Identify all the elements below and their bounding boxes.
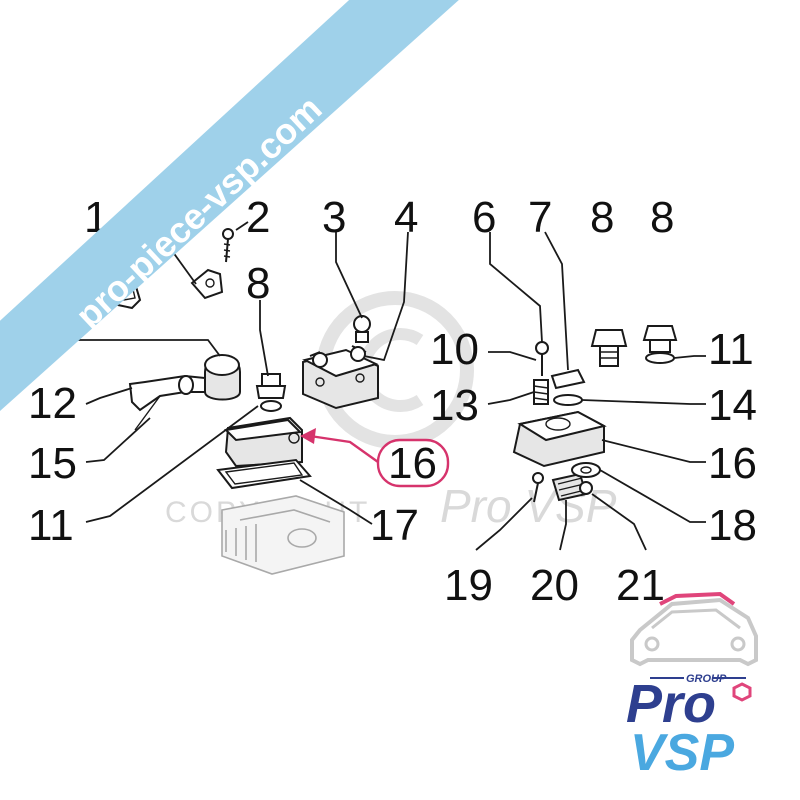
sensor-part-8 bbox=[255, 373, 287, 412]
callout-14: 14 bbox=[708, 381, 757, 430]
callout-20: 20 bbox=[530, 561, 579, 610]
callout-13: 13 bbox=[430, 381, 479, 430]
housing-part-16 bbox=[512, 410, 607, 468]
car-silhouette-icon bbox=[630, 597, 758, 667]
spring-part-13 bbox=[533, 379, 549, 405]
bracket-part-1b bbox=[190, 268, 224, 300]
cylinder-head-cover-part-4 bbox=[302, 345, 379, 410]
callout-15: 15 bbox=[28, 439, 77, 488]
callout-10: 10 bbox=[430, 325, 479, 374]
cap-part-7 bbox=[550, 368, 586, 406]
callout-3: 3 bbox=[322, 193, 346, 242]
cylinder-head-cover-left bbox=[223, 416, 303, 468]
callout-6: 6 bbox=[472, 193, 496, 242]
banner-ribbon bbox=[0, 0, 459, 412]
logo-pro-text: Pro bbox=[626, 674, 716, 734]
bolt-part-21 bbox=[579, 481, 593, 495]
callout-numbers: 1 1 2 8 3 4 9 12 15 11 16 17 6 7 8 8 10 … bbox=[28, 193, 757, 610]
callout-8-mid: 8 bbox=[590, 193, 614, 242]
washer-part-18 bbox=[571, 462, 601, 478]
highlight-ring bbox=[376, 438, 450, 488]
callout-8-left: 8 bbox=[246, 259, 270, 308]
callout-16-right: 16 bbox=[708, 439, 757, 488]
callout-12: 12 bbox=[28, 379, 77, 428]
screw-part-10 bbox=[535, 341, 549, 376]
screw-part-19 bbox=[532, 472, 544, 503]
callout-19: 19 bbox=[444, 561, 493, 610]
callout-21: 21 bbox=[616, 561, 665, 610]
copyright-watermark: COPYRIGHT Pro VSP bbox=[165, 291, 617, 532]
breather-cap-part-9 bbox=[128, 354, 241, 431]
engine-block-outline bbox=[221, 495, 345, 575]
callout-11-left: 11 bbox=[28, 501, 74, 550]
callout-17: 17 bbox=[370, 501, 419, 550]
callout-7: 7 bbox=[528, 193, 552, 242]
gasket-part-17 bbox=[216, 458, 312, 490]
callout-16-highlighted: 16 bbox=[388, 439, 437, 488]
callout-18: 18 bbox=[708, 501, 757, 550]
logo-group-text: GROUP bbox=[686, 673, 727, 685]
callout-2: 2 bbox=[246, 193, 270, 242]
callout-11-right: 11 bbox=[708, 325, 754, 374]
pro-vsp-logo: GROUP Pro VSP bbox=[626, 591, 758, 782]
callout-8-right: 8 bbox=[650, 193, 674, 242]
filler-plug-part-8 bbox=[642, 325, 678, 364]
logo-hex-icon bbox=[732, 682, 752, 702]
sensor-part-3 bbox=[353, 315, 371, 343]
bolt-part-2 bbox=[222, 228, 234, 263]
callout-4: 4 bbox=[394, 193, 418, 242]
highlight-arrow bbox=[300, 428, 450, 488]
drain-plug-part-8 bbox=[590, 329, 628, 367]
logo-vsp-text: VSP bbox=[630, 724, 734, 782]
